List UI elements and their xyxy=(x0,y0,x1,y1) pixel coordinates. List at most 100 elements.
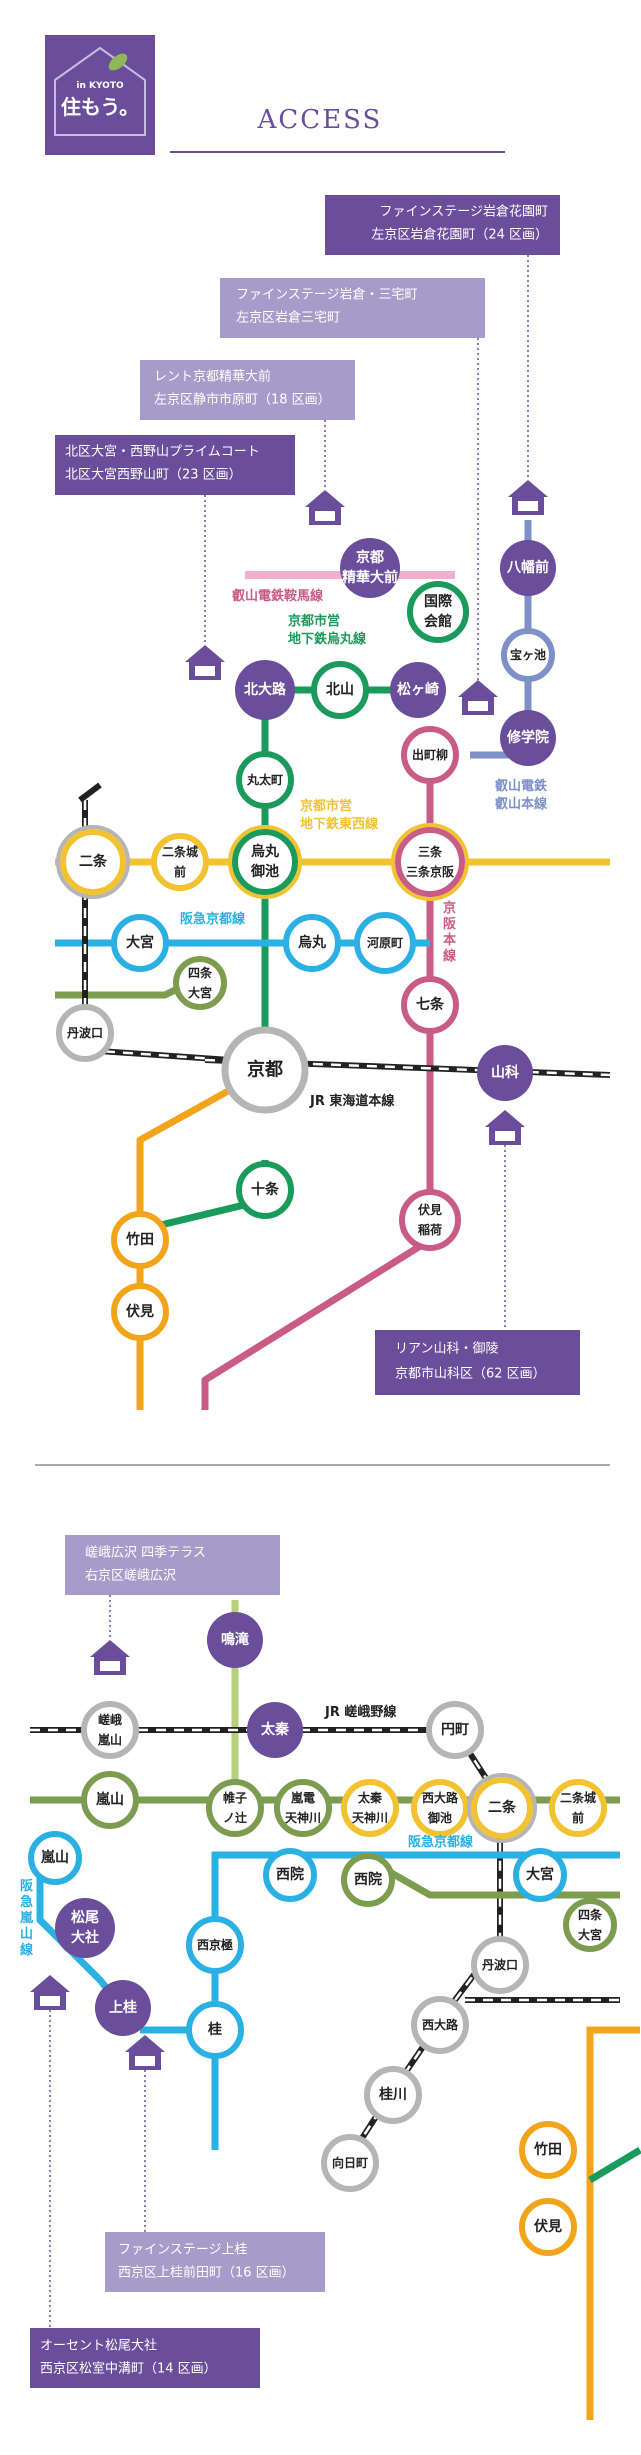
station-yawata-mae[interactable]: 八幡前 xyxy=(500,540,556,596)
svg-text:前: 前 xyxy=(174,864,186,879)
station-kyoto[interactable]: 京都 xyxy=(221,1026,309,1114)
station-shugakuin[interactable]: 修学院 xyxy=(500,710,556,766)
station-nishikyogoku[interactable]: 西京極 xyxy=(186,1916,244,1974)
property-name: ファインステージ上桂 xyxy=(118,2243,247,2258)
svg-text:北山: 北山 xyxy=(326,682,354,698)
label-hankyu-arashiyama-5: 線 xyxy=(20,1942,34,1958)
svg-text:西大路: 西大路 xyxy=(422,1790,459,1805)
station-kamikatsura[interactable]: 上桂 xyxy=(95,1980,151,2036)
station-takaragaike[interactable]: 宝ヶ池 xyxy=(501,628,555,682)
label-karasuma-subway-1: 京都市営 xyxy=(288,613,340,629)
station-kitayama[interactable]: 北山 xyxy=(311,661,369,719)
property-address: 左京区静市市原町（18 区画） xyxy=(154,392,331,408)
label-tozai-subway-2: 地下鉄東西線 xyxy=(300,816,379,832)
station-fushimi[interactable]: 伏見 xyxy=(111,1283,169,1341)
svg-text:伏見: 伏見 xyxy=(126,1303,154,1320)
svg-text:二条城: 二条城 xyxy=(162,844,198,859)
station-nijo[interactable]: 二条 xyxy=(56,825,130,899)
svg-text:嵐山: 嵐山 xyxy=(95,1792,124,1808)
svg-text:円町: 円町 xyxy=(441,1722,469,1738)
station-takeda[interactable]: 竹田 xyxy=(519,2121,577,2179)
svg-text:京都: 京都 xyxy=(356,549,384,566)
svg-text:七条: 七条 xyxy=(416,996,445,1013)
station-shichijo[interactable]: 七条 xyxy=(401,976,459,1034)
svg-text:二条: 二条 xyxy=(488,1799,517,1816)
property-name: ファインステージ岩倉・三宅町 xyxy=(236,288,417,303)
label-hankyu-arashiyama-4: 山 xyxy=(20,1926,33,1942)
station-arashiyama-randen[interactable]: 嵐山 xyxy=(81,1771,139,1829)
station-omiya[interactable]: 大宮 xyxy=(111,914,169,972)
station-nishioji[interactable]: 西大路 xyxy=(411,1996,469,2054)
svg-text:国際: 国際 xyxy=(424,593,453,610)
station-nijo[interactable]: 二条 xyxy=(467,1773,537,1843)
station-arashiyama-hankyu[interactable]: 嵐山 xyxy=(28,1831,82,1885)
station-tambaguchi[interactable]: 丹波口 xyxy=(56,1004,114,1062)
svg-text:御池: 御池 xyxy=(427,1810,452,1825)
station-fushimi[interactable]: 伏見 xyxy=(519,2198,577,2256)
station-katsura[interactable]: 桂 xyxy=(186,2001,244,2059)
station-takeda[interactable]: 竹田 xyxy=(111,1211,169,1269)
label-hankyu-arashiyama-1: 阪 xyxy=(20,1879,34,1894)
svg-text:天神川: 天神川 xyxy=(285,1810,321,1825)
jr-sanin-line-end xyxy=(78,782,102,803)
station-omiya[interactable]: 大宮 xyxy=(513,1848,567,1902)
station-tambaguchi[interactable]: 丹波口 xyxy=(471,1936,529,1994)
station-katsuragawa[interactable]: 桂川 xyxy=(364,2066,422,2124)
svg-text:松ヶ崎: 松ヶ崎 xyxy=(397,681,439,698)
svg-text:二条城: 二条城 xyxy=(560,1790,596,1805)
house-icon xyxy=(125,2035,165,2070)
leaf-icon xyxy=(108,53,128,71)
svg-text:二条: 二条 xyxy=(79,853,108,870)
label-hankyu-kyoto: 阪急京都線 xyxy=(408,1834,474,1850)
karasuma-subway-line xyxy=(588,2146,641,2184)
station-mukomachi[interactable]: 向日町 xyxy=(321,2134,379,2192)
station-saiin-randen[interactable]: 西院 xyxy=(341,1853,395,1907)
property-box-kamikatsura: ファインステージ上桂 西京区上桂前田町（16 区画） xyxy=(105,2232,325,2292)
station-saiin-hankyu[interactable]: 西院 xyxy=(263,1848,317,1902)
station-kyoto-seika[interactable]: 京都精華大前 xyxy=(340,538,400,598)
station-kitaoji[interactable]: 北大路 xyxy=(235,660,295,720)
station-matsugasaki[interactable]: 松ヶ崎 xyxy=(390,662,446,718)
property-name: ファインステージ岩倉花園町 xyxy=(380,204,548,220)
svg-text:大社: 大社 xyxy=(71,1929,99,1946)
house-icon xyxy=(185,645,225,680)
station-jujo[interactable]: 十条 xyxy=(236,1161,294,1219)
station-narutaki[interactable]: 鳴滝 xyxy=(207,1612,263,1668)
label-hankyu-kyoto: 阪急京都線 xyxy=(180,911,246,927)
line-labels: 叡山電鉄鞍馬線 京都市営 地下鉄烏丸線 京都市営 地下鉄東西線 阪急京都線 叡山… xyxy=(180,588,548,1109)
svg-text:前: 前 xyxy=(572,1810,584,1825)
station-yamashina[interactable]: 山科 xyxy=(477,1045,533,1101)
station-karasuma[interactable]: 烏丸 xyxy=(283,914,341,972)
station-uzumasa[interactable]: 太秦 xyxy=(247,1702,303,1758)
jr-sanin-green-line xyxy=(358,1851,620,1899)
station-matsuo-taisha[interactable]: 松尾大社 xyxy=(55,1898,115,1958)
jr-sanin-line-dash xyxy=(83,800,231,1062)
property-box-yamashina: リアン山科・御陵 京都市山科区（62 区画） xyxy=(375,1330,580,1395)
logo: in KYOTO 住もう。 xyxy=(45,35,155,155)
station-demachiyanagi[interactable]: 出町柳 xyxy=(401,726,459,784)
label-eizan-main-2: 叡山本線 xyxy=(494,796,548,812)
station-emmachi[interactable]: 円町 xyxy=(426,1701,484,1759)
jr-tokaido-line-dash xyxy=(204,1058,611,1077)
svg-text:西院: 西院 xyxy=(354,1871,382,1888)
svg-text:四条: 四条 xyxy=(578,1907,603,1922)
station-kawaramachi[interactable]: 河原町 xyxy=(354,912,416,974)
svg-text:帷子: 帷子 xyxy=(223,1790,247,1805)
svg-text:大宮: 大宮 xyxy=(526,1866,554,1883)
station-marutamachi[interactable]: 丸太町 xyxy=(236,751,294,809)
svg-text:河原町: 河原町 xyxy=(366,935,403,950)
